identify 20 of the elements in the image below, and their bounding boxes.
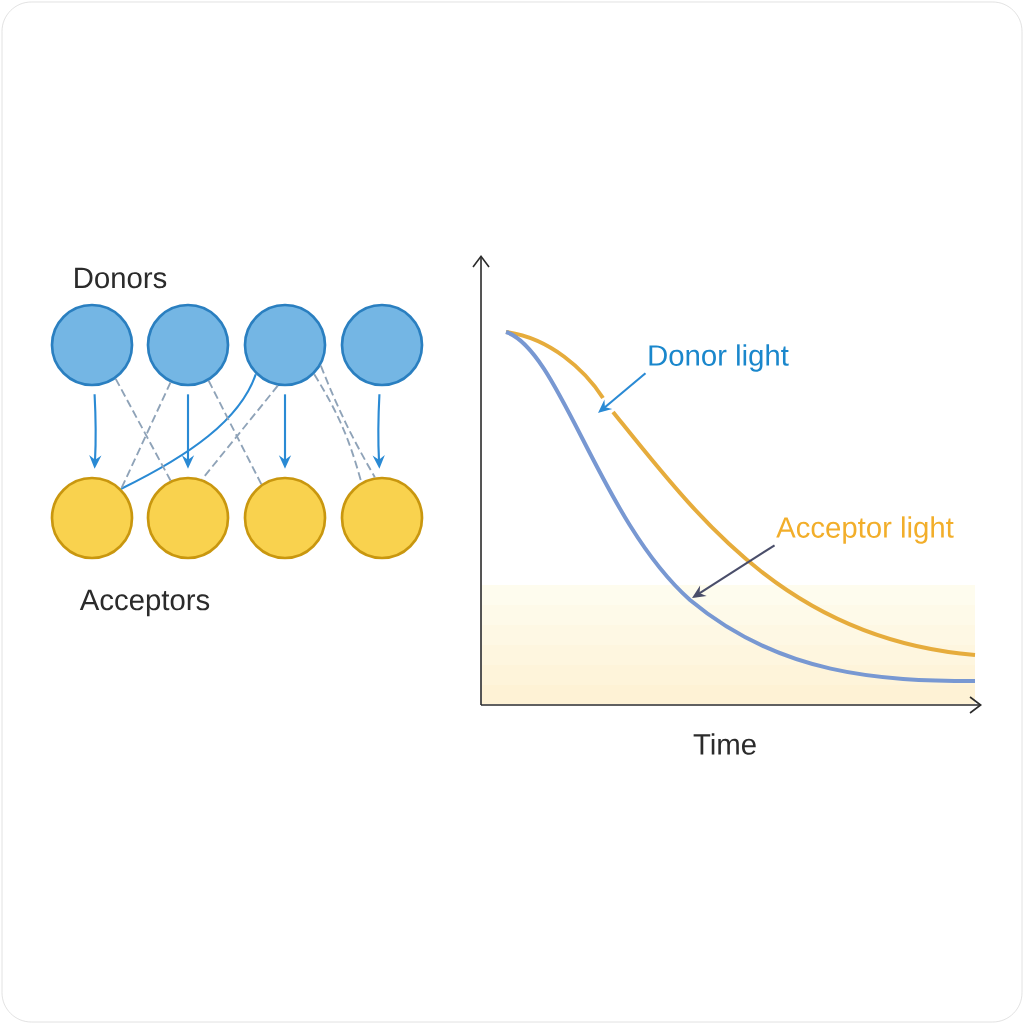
dashed-line [319,364,376,479]
dashed-line [114,377,172,482]
acceptor-circle [340,476,424,560]
dashed-line [201,384,279,481]
donor-circle [50,303,134,387]
acceptor-circle [50,476,134,560]
donor-circle [146,303,230,387]
curve-label: Acceptor light [776,516,954,544]
donor-circle [243,303,327,387]
heading: Donors [75,267,167,289]
curve-label: Donor light [649,344,789,372]
donor-circle [340,303,424,387]
acceptor-circle [146,476,230,560]
dashed-line [207,379,263,486]
dashed-line [120,381,172,490]
leader-arrow [598,372,647,413]
heading: Time [693,733,756,755]
curved-line [120,373,257,490]
heading: Acceptors [79,589,210,617]
acceptor-circle [243,476,327,560]
